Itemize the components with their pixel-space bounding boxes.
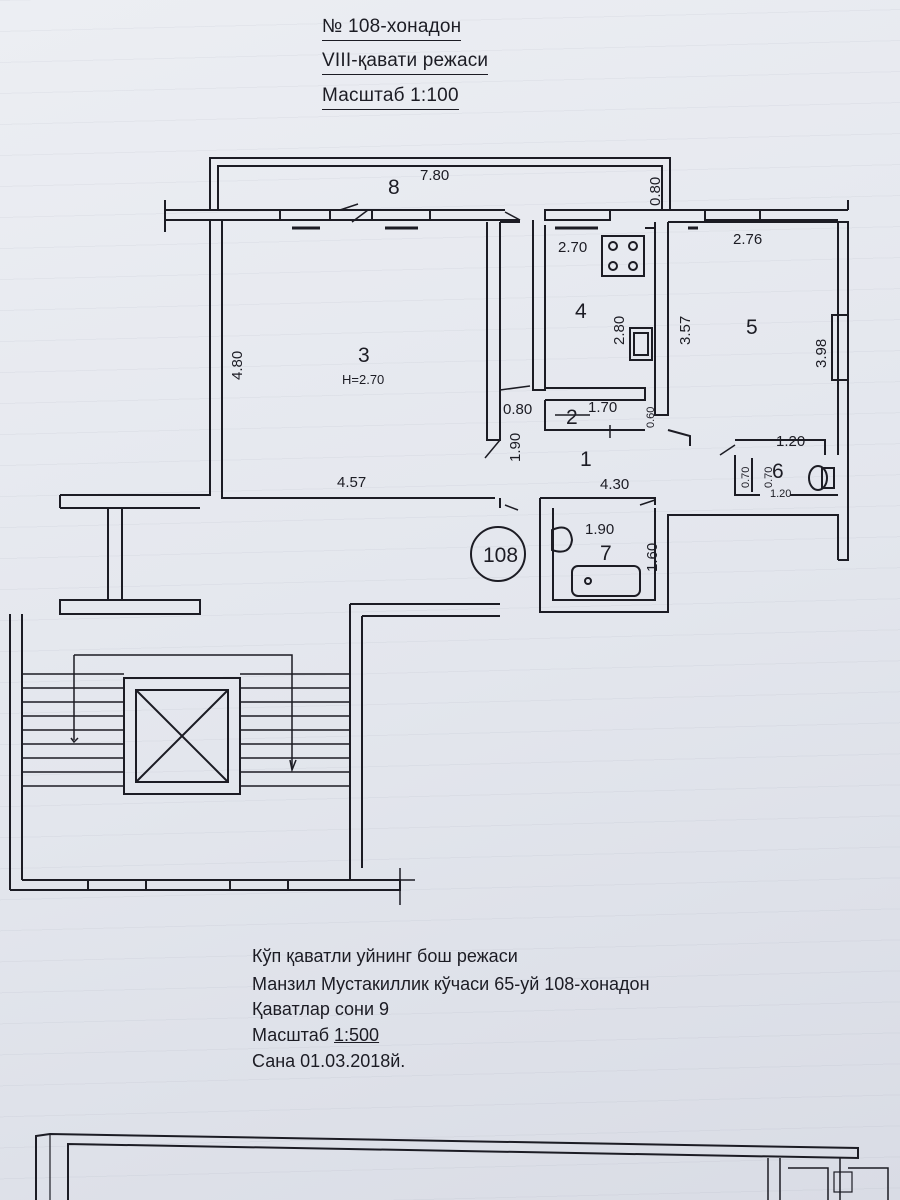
dim-kitchen-depth: 2.80: [611, 316, 628, 345]
window-room3-2: [371, 209, 431, 221]
scale-value: 1:500: [334, 1025, 380, 1045]
apartment-title: № 108-хонадон: [322, 16, 462, 41]
dim-room3-height: 4.80: [229, 351, 246, 380]
wash-basin: [551, 526, 574, 553]
dim-closet-width: 1.70: [588, 399, 617, 416]
room-label-3: 3: [358, 344, 370, 367]
dim-closet-door: 0.80: [503, 401, 532, 418]
stair-treads: [22, 654, 350, 787]
room3-inner-wall: [221, 220, 495, 499]
window-kitchen: [544, 209, 611, 221]
dim-wc-d1: 0.70: [740, 467, 752, 488]
room-label-1: 1: [580, 448, 592, 471]
toilet: [808, 465, 828, 491]
building-info-scale: Масштаб 1:500: [252, 1024, 379, 1047]
apartment-number: 108: [483, 544, 518, 567]
floor-plan-title: VIII-қавати режаси: [322, 50, 489, 75]
dim-wc-width: 1.20: [776, 433, 805, 450]
ceiling-height: H=2.70: [342, 372, 384, 387]
dim-closet-depth: 0.60: [645, 407, 657, 428]
balcony-inner-line: [217, 165, 663, 210]
dim-wc-bottom: 1.20: [770, 488, 791, 500]
dim-bath-width: 1.90: [585, 521, 614, 538]
dim-kitchen-width: 2.70: [558, 239, 587, 256]
apartment-number-circle: [470, 526, 526, 582]
kitchen-sink: [629, 327, 653, 361]
window-room3-1: [279, 209, 331, 221]
site-plan-building-outline: [35, 1132, 859, 1200]
dim-balcony-length: 7.80: [420, 167, 449, 184]
plan-scale: Масштаб 1:100: [322, 85, 459, 110]
balcony-outline: [209, 157, 671, 210]
dim-room3-width: 4.57: [337, 474, 366, 491]
site-plan-strip: [35, 1132, 889, 1200]
dim-bath-depth: 1.60: [644, 543, 661, 572]
room-label-7: 7: [600, 542, 612, 565]
window-stair-2: [229, 879, 289, 891]
building-info-address: Манзил Мустакиллик кўчаси 65-уй 108-хона…: [252, 974, 650, 994]
dim-wc-d2: 0.70: [763, 467, 775, 488]
dim-room5-right: 3.98: [813, 339, 830, 368]
bathtub: [571, 565, 641, 597]
building-info-title: Кўп қаватли уйнинг бош режаси: [252, 946, 518, 966]
elevator-shaft: [123, 677, 241, 795]
stove: [601, 235, 645, 277]
dim-room5-width: 2.76: [733, 231, 762, 248]
room-label-5: 5: [746, 316, 758, 339]
room-label-6: 6: [772, 460, 784, 483]
building-info-date: Сана 01.03.2018й.: [252, 1051, 406, 1071]
scale-label: Масштаб: [252, 1025, 335, 1045]
dim-hall-side: 1.90: [507, 433, 524, 462]
room-label-2: 2: [566, 406, 578, 429]
window-room5: [704, 209, 761, 221]
window-stair-1: [87, 879, 147, 891]
room-label-8: 8: [388, 176, 400, 199]
dim-balcony-width: 0.80: [647, 177, 664, 206]
dim-room5-left: 3.57: [677, 316, 694, 345]
room-label-4: 4: [575, 300, 587, 323]
building-info-floors: Қаватлар сони 9: [252, 999, 390, 1019]
dim-hall-length: 4.30: [600, 476, 629, 493]
